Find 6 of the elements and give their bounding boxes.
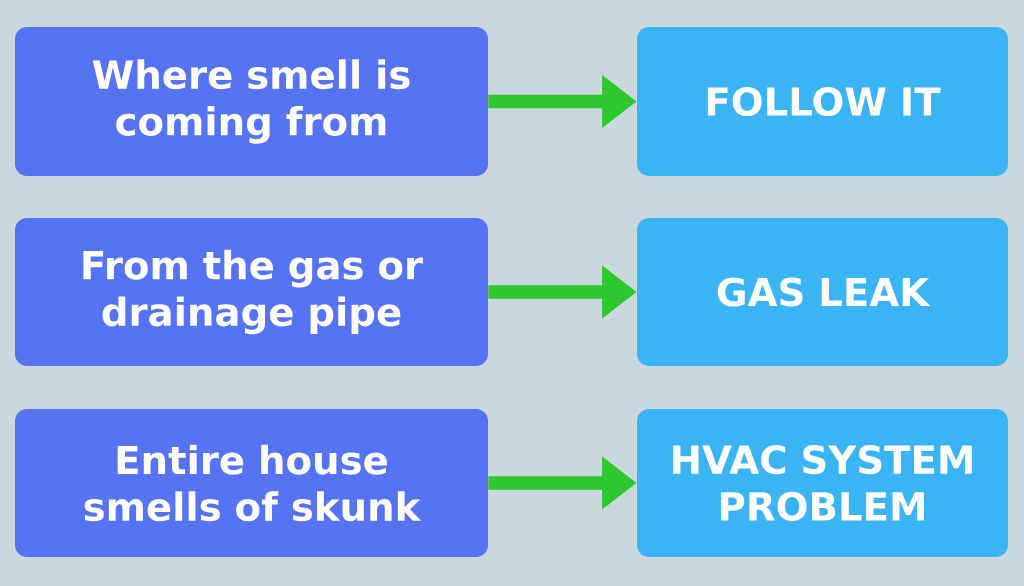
result-box: FOLLOW IT: [637, 26, 1008, 177]
process-box: Entire house smells of skunk: [14, 409, 489, 557]
result-box: GAS LEAK: [637, 218, 1008, 366]
process-box: Where smell is coming from: [14, 26, 489, 177]
process-box: From the gas or drainage pipe: [14, 218, 489, 366]
result-box: HVAC SYSTEM PROBLEM: [637, 409, 1008, 557]
